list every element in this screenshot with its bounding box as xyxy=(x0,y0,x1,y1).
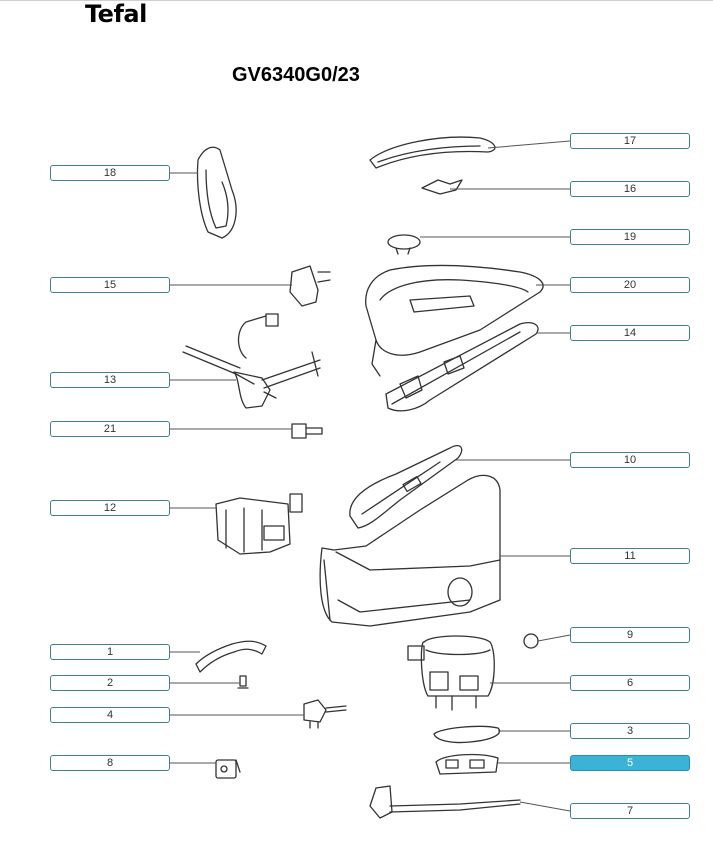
callout-part-18[interactable]: 18 xyxy=(50,165,170,181)
part-18-handle-cover xyxy=(196,146,237,239)
part-20-iron-body xyxy=(365,264,544,377)
part-19-button xyxy=(387,234,421,255)
callout-part-13[interactable]: 13 xyxy=(50,372,170,388)
part-15-cover xyxy=(289,265,331,307)
callout-part-20[interactable]: 20 xyxy=(570,277,690,293)
part-14-soleplate xyxy=(385,322,539,412)
callout-part-14[interactable]: 14 xyxy=(570,325,690,341)
part-12-board xyxy=(215,493,303,555)
leader-lines xyxy=(168,140,571,812)
callout-part-17[interactable]: 17 xyxy=(570,133,690,149)
callout-part-1[interactable]: 1 xyxy=(50,644,170,660)
part-1-hose xyxy=(195,640,267,673)
model-number: GV6340G0/23 xyxy=(232,64,360,86)
part-4-valve xyxy=(303,699,347,729)
callout-part-15[interactable]: 15 xyxy=(50,277,170,293)
part-7-power-cord xyxy=(369,785,521,819)
callout-part-21[interactable]: 21 xyxy=(50,421,170,437)
callout-part-8[interactable]: 8 xyxy=(50,755,170,771)
brand-logo: Tefal xyxy=(85,0,147,28)
part-2-clamp xyxy=(237,675,249,689)
part-3-gasket xyxy=(433,725,501,744)
part-13-pump-assembly xyxy=(182,313,321,409)
part-17-handle-trim xyxy=(369,136,496,169)
part-16-clip xyxy=(421,179,463,195)
part-6-boiler xyxy=(407,635,495,711)
part-8-connector xyxy=(215,759,241,779)
part-10-base-cover xyxy=(349,444,463,529)
callout-part-11[interactable]: 11 xyxy=(570,548,690,564)
callout-part-7[interactable]: 7 xyxy=(570,803,690,819)
callout-part-4[interactable]: 4 xyxy=(50,707,170,723)
callout-part-19[interactable]: 19 xyxy=(570,229,690,245)
callout-part-9[interactable]: 9 xyxy=(570,627,690,643)
part-11-base-station xyxy=(319,474,501,627)
callout-part-10[interactable]: 10 xyxy=(570,452,690,468)
callout-part-16[interactable]: 16 xyxy=(570,181,690,197)
part-5-heater xyxy=(435,753,499,775)
callout-part-12[interactable]: 12 xyxy=(50,500,170,516)
part-9-o-ring xyxy=(523,633,539,649)
top-divider xyxy=(0,0,713,1)
callout-part-5[interactable]: 5 xyxy=(570,755,690,771)
part-21-valve xyxy=(291,423,323,439)
callout-part-2[interactable]: 2 xyxy=(50,675,170,691)
callout-part-3[interactable]: 3 xyxy=(570,723,690,739)
callout-part-6[interactable]: 6 xyxy=(570,675,690,691)
